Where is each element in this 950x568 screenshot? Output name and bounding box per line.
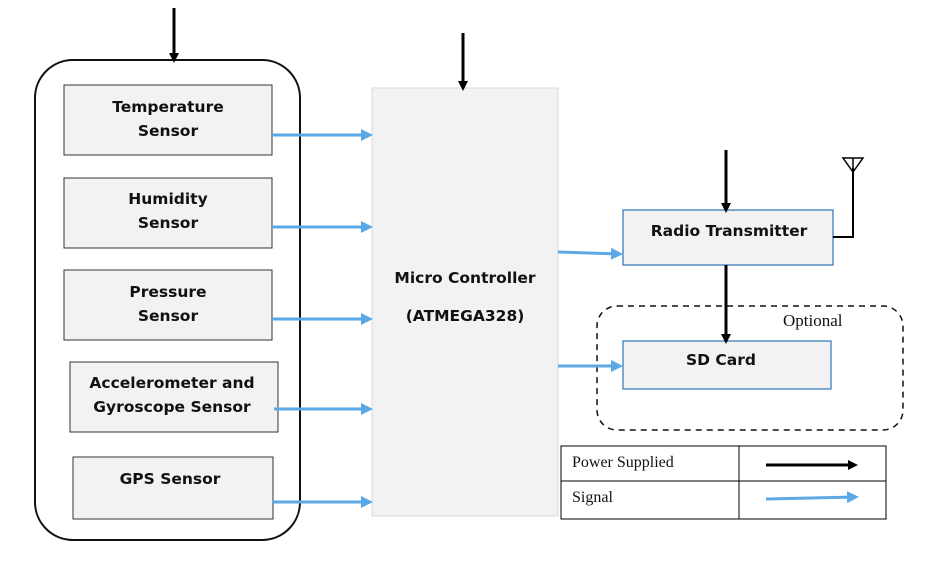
sensor-label-line: Sensor xyxy=(138,122,199,140)
sensor-label-line: Gyroscope Sensor xyxy=(93,398,251,416)
radio-transmitter-label: Radio Transmitter xyxy=(651,222,808,240)
microcontroller-box: Micro Controller (ATMEGA328) xyxy=(371,87,559,517)
sd-card-box: SD Card xyxy=(622,340,832,390)
sensor-label-line: Accelerometer and xyxy=(89,374,254,392)
optional-label-backdrop xyxy=(776,309,862,333)
sensor-box-accel-gyro: Accelerometer and Gyroscope Sensor xyxy=(69,361,279,433)
sensor-group-container xyxy=(34,59,301,541)
sensor-label-line: Sensor xyxy=(138,307,199,325)
legend-table: Power Supplied Signal xyxy=(560,445,887,520)
sensor-label-line: Sensor xyxy=(138,214,199,232)
microcontroller-label-line: Micro Controller xyxy=(394,269,536,287)
sensor-box-pressure: Pressure Sensor xyxy=(63,269,273,341)
signal-arrow-radio xyxy=(557,247,623,260)
legend-power-label: Power Supplied xyxy=(572,454,674,471)
sensor-label-line: Pressure xyxy=(129,283,206,301)
legend-signal-arrow xyxy=(765,491,859,504)
microcontroller-label-line: (ATMEGA328) xyxy=(406,307,525,325)
optional-label: Optional xyxy=(783,311,843,330)
sensor-box-gps: GPS Sensor xyxy=(72,456,274,520)
sensor-box-humidity: Humidity Sensor xyxy=(63,177,273,249)
radio-transmitter-box: Radio Transmitter xyxy=(622,209,834,266)
sensor-box-temperature: Temperature Sensor xyxy=(63,84,273,156)
sensor-label-line: GPS Sensor xyxy=(120,470,221,488)
sensor-label-line: Temperature xyxy=(112,98,224,116)
legend-signal-label: Signal xyxy=(572,489,613,506)
optional-region xyxy=(596,305,904,431)
antenna-icon xyxy=(833,157,865,238)
sd-card-label: SD Card xyxy=(686,351,756,369)
sensor-label-line: Humidity xyxy=(128,190,207,208)
